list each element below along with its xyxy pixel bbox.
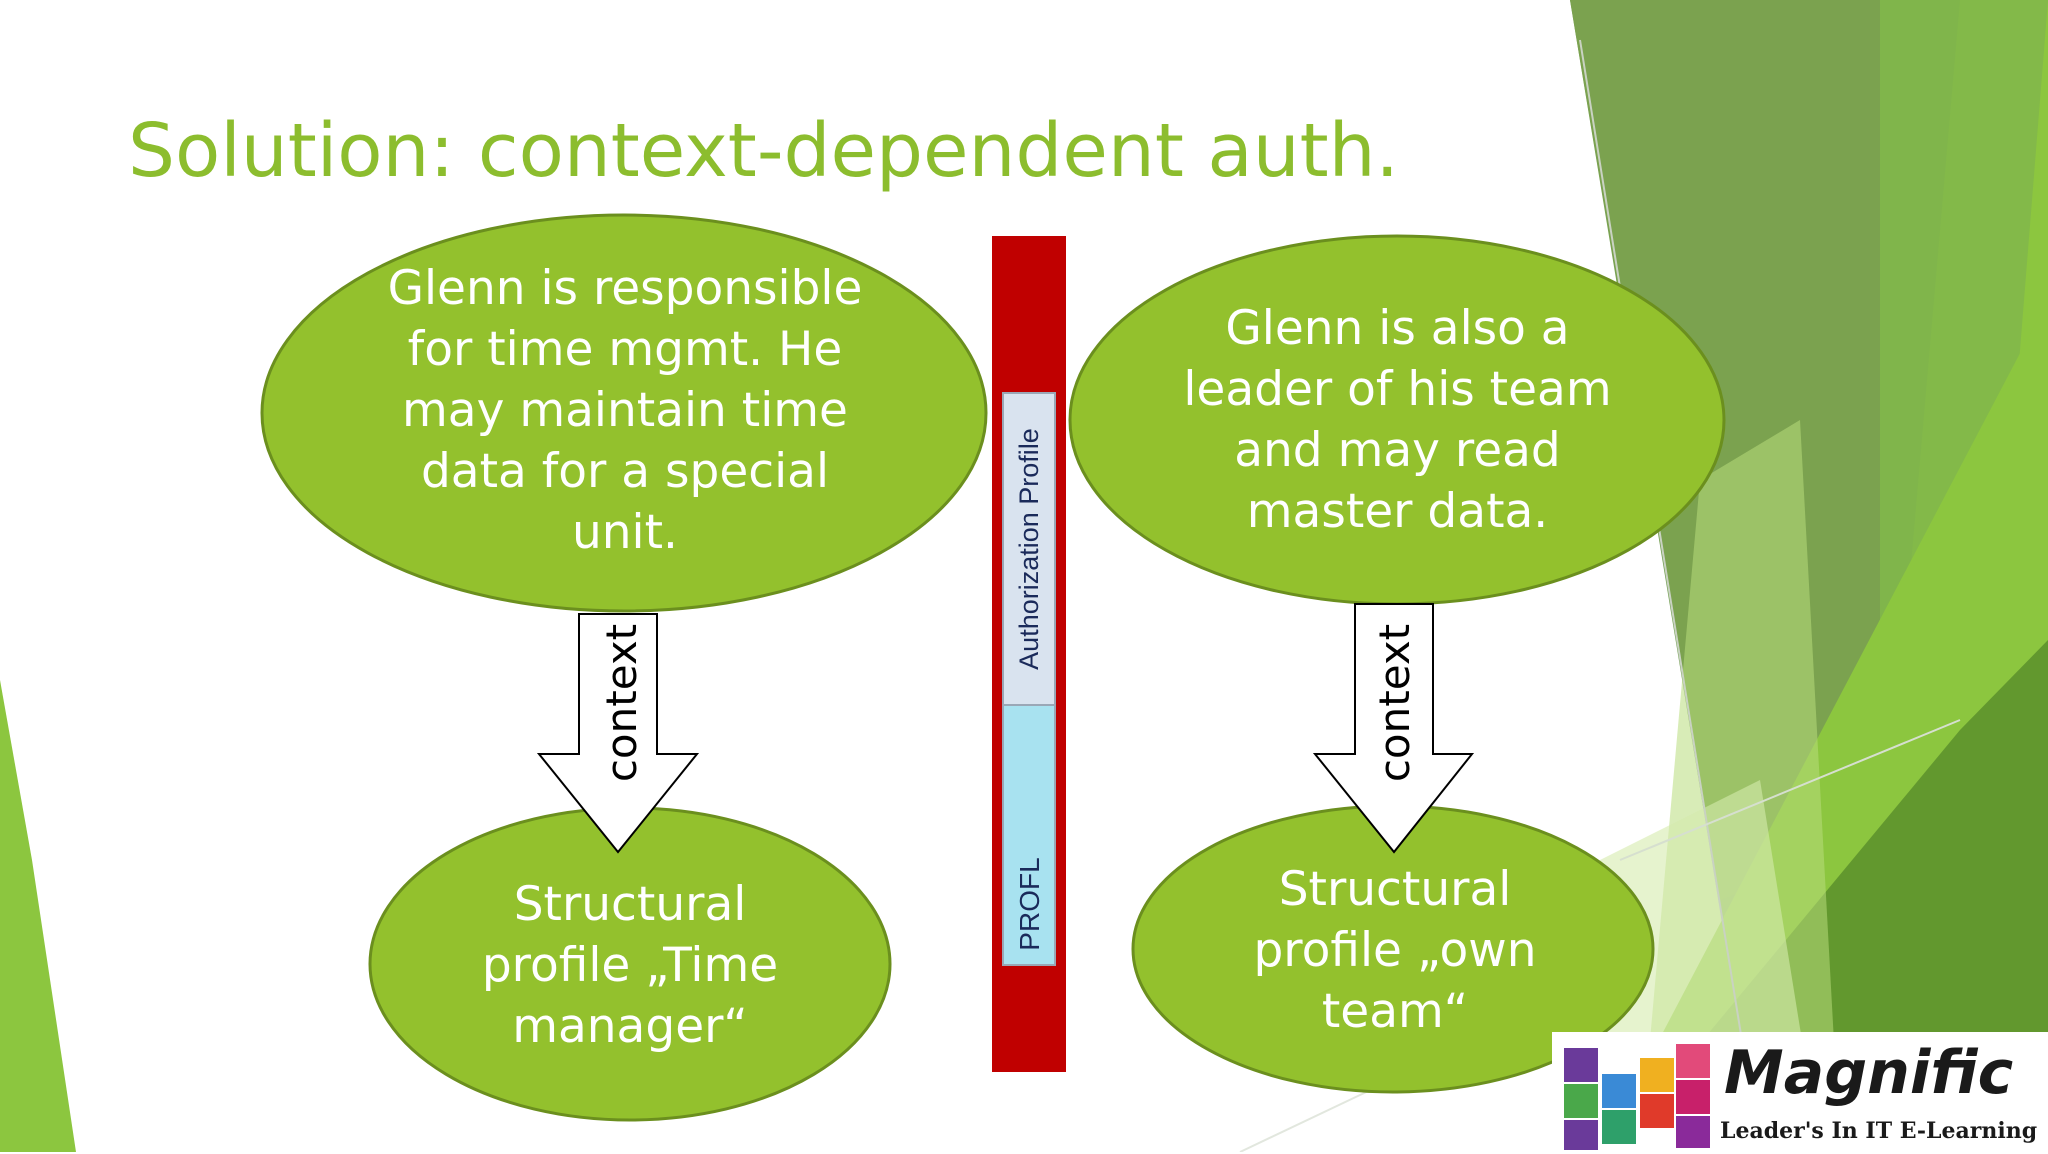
logo-name: Magnific bbox=[1724, 1038, 2014, 1108]
left-arrow-label: context bbox=[596, 623, 646, 783]
down-arrow-icon bbox=[536, 613, 700, 854]
profl-label: PROFL bbox=[1014, 857, 1045, 951]
logo-tagline: Leader's In IT E-Learning bbox=[1720, 1118, 2038, 1144]
slide-title: Solution: context-dependent auth. bbox=[128, 108, 1400, 194]
right-top-text: Glenn is also a leader of his team and m… bbox=[1183, 301, 1612, 539]
authorization-profile-label: Authorization Profile bbox=[1014, 428, 1044, 670]
down-arrow-icon bbox=[1312, 603, 1475, 854]
authorization-profile-header-cell bbox=[1002, 392, 1056, 706]
profl-value-cell bbox=[1002, 704, 1056, 966]
left-top-text: Glenn is responsible for time mgmt. He m… bbox=[387, 260, 863, 560]
magnific-logo-cubes-icon bbox=[1564, 1044, 1710, 1150]
magnific-logo: Magnific Leader's In IT E-Learning bbox=[1552, 1032, 2048, 1152]
left-bottom-text: Structural profile „Time manager“ bbox=[481, 876, 779, 1054]
left-top-ellipse bbox=[260, 213, 988, 613]
right-arrow-label: context bbox=[1369, 623, 1419, 783]
right-bottom-text: Structural profile „own team“ bbox=[1253, 861, 1537, 1039]
